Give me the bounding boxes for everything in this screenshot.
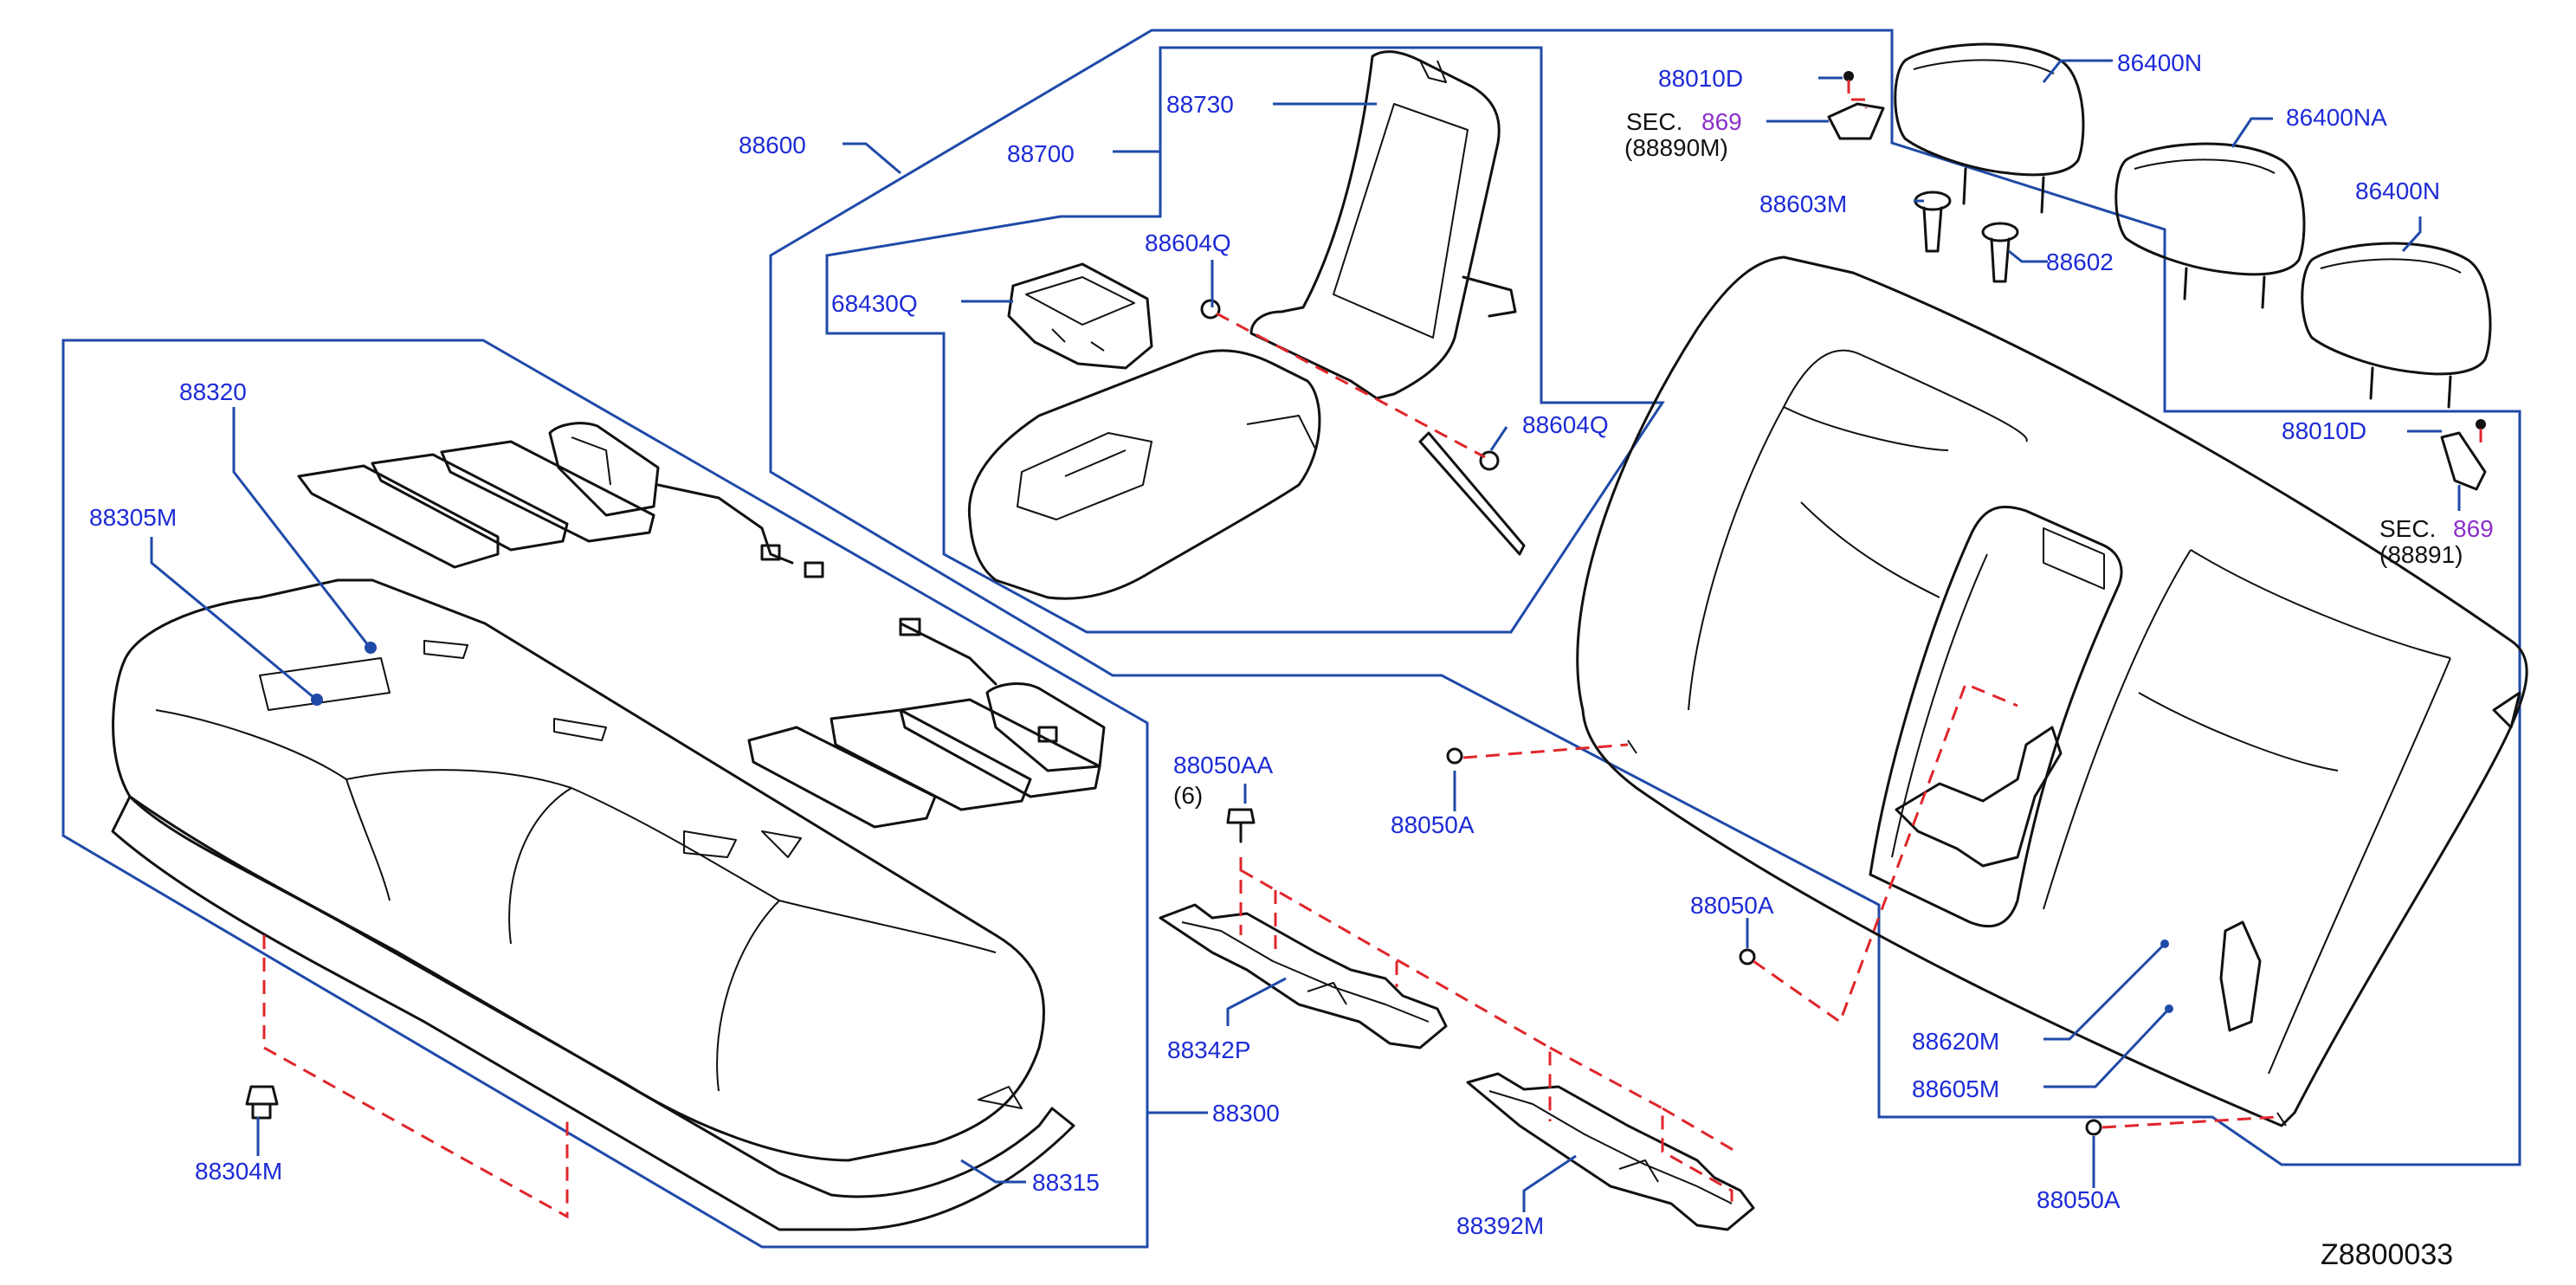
dash-brackets [1239, 857, 1737, 1208]
seat-back-assembly [1576, 255, 2528, 1127]
label-sec-right: SEC. [2379, 515, 2436, 542]
armrest-body [967, 349, 1321, 600]
label-88050A-mid: 88050A [1690, 892, 1774, 919]
label-88010D-right: 88010D [2282, 417, 2366, 444]
bolt-88050AA [1226, 808, 1256, 843]
seat-cushion-outline [112, 578, 1046, 1162]
armrest-assembly [967, 50, 1526, 600]
label-88320: 88320 [179, 378, 247, 405]
label-86400N-right: 86400N [2355, 178, 2440, 204]
label-88605M: 88605M [1912, 1075, 1999, 1102]
seat-cushion-assembly [111, 578, 1075, 1231]
label-sec-top-ref: (88890M) [1624, 134, 1728, 161]
cushion-base [111, 795, 1075, 1231]
armrest-frame [1249, 50, 1501, 400]
headrest-86400N-left [1894, 42, 2085, 214]
group-box-88600 [769, 29, 2521, 1166]
label-88050AA: 88050AA [1173, 752, 1274, 778]
bracket-88342P [1159, 903, 1448, 1049]
bolt-88050A-bottom [2085, 1119, 2102, 1136]
bolt-88050A-mid [1739, 948, 1756, 965]
label-88603M: 88603M [1759, 190, 1847, 217]
headrest-guide-88602 [1981, 222, 2019, 283]
cushion-mats-left [297, 422, 824, 578]
label-sec-right-ref: (88891) [2379, 541, 2463, 568]
label-88620M: 88620M [1912, 1028, 1999, 1055]
label-86400NA: 86400NA [2286, 104, 2387, 131]
label-sec-right-num: 869 [2453, 515, 2494, 542]
diagram-reference-code: Z8800033 [2321, 1238, 2453, 1271]
label-88392M: 88392M [1456, 1212, 1544, 1239]
armrest-opening [1869, 505, 2123, 928]
label-88300: 88300 [1212, 1100, 1280, 1127]
label-88315: 88315 [1032, 1169, 1100, 1196]
label-88050A-top: 88050A [1391, 811, 1475, 838]
label-68430Q: 68430Q [831, 290, 918, 317]
label-88342P: 88342P [1167, 1036, 1251, 1063]
belt-escutcheon-right [2440, 419, 2487, 491]
group-box-88300 [61, 339, 1149, 1249]
bracket-88392M [1466, 1072, 1755, 1231]
leader-lines [150, 59, 2461, 1212]
label-86400N-top: 86400N [2117, 49, 2202, 76]
label-sec-top: SEC. [1626, 108, 1682, 135]
label-88050AA-qty: (6) [1173, 782, 1203, 809]
bolt-88050A-top [1446, 747, 1463, 765]
label-88304M: 88304M [195, 1158, 282, 1185]
group-box-88700 [825, 46, 1665, 634]
label-88730: 88730 [1166, 91, 1234, 118]
label-88700: 88700 [1007, 140, 1075, 167]
seat-hook-88304M [245, 1085, 279, 1120]
label-88602: 88602 [2046, 249, 2114, 275]
label-sec-top-num: 869 [1701, 108, 1742, 135]
label-88050A-bottom: 88050A [2037, 1186, 2121, 1213]
label-88604Q-top: 88604Q [1145, 229, 1231, 256]
headrest-86400NA [2114, 142, 2306, 309]
cup-holder [1007, 262, 1153, 370]
label-88010D-top: 88010D [1658, 65, 1743, 92]
seat-back-outline [1576, 255, 2528, 1127]
label-88604Q-bottom: 88604Q [1522, 411, 1609, 438]
belt-escutcheon-left [1827, 71, 1885, 140]
dash-88304M [262, 935, 569, 1219]
headrest-86400N-right [2301, 242, 2492, 409]
cushion-mats-right [747, 617, 1106, 829]
label-88600: 88600 [739, 132, 806, 158]
label-88305M: 88305M [89, 504, 177, 531]
